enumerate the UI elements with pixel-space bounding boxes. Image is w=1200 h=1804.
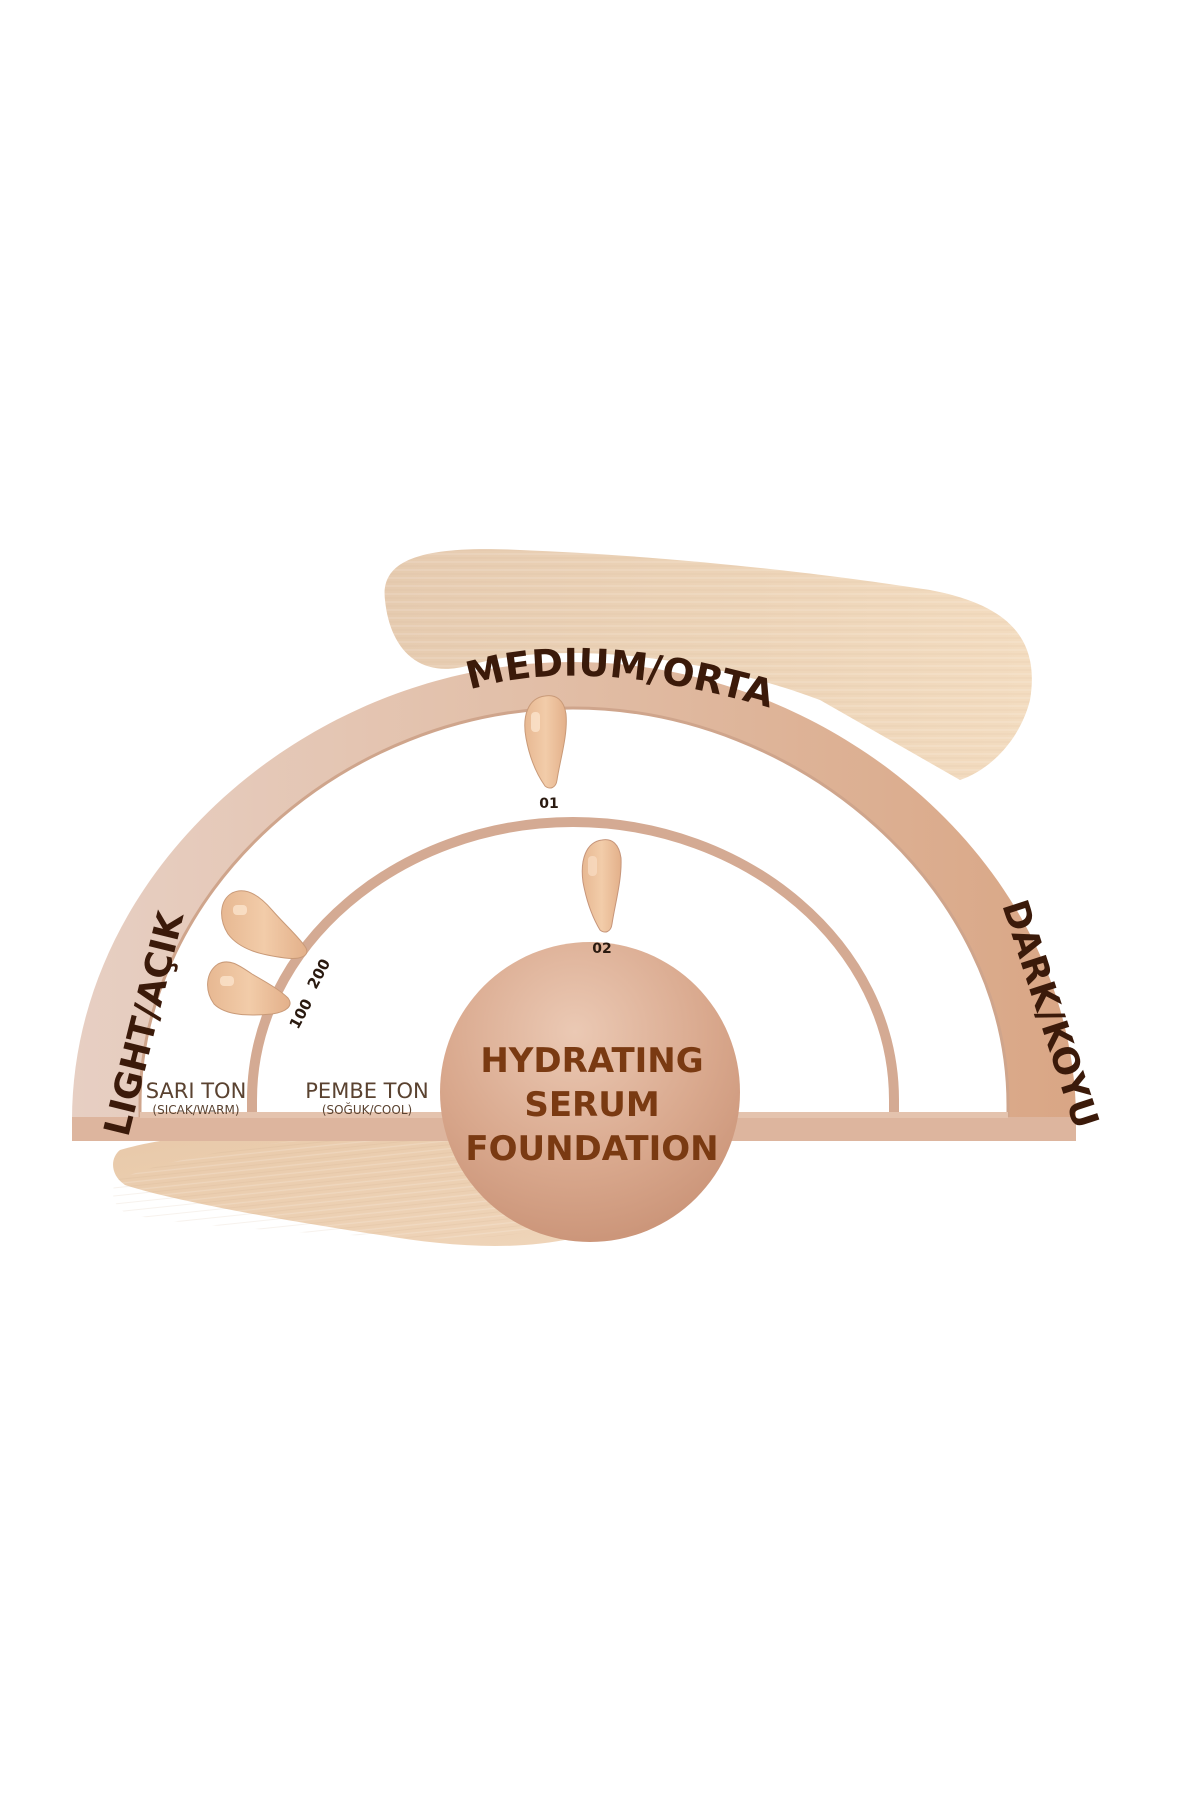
undertone-warm-sub: (SICAK/WARM) [152,1103,239,1117]
shade-code-01: 01 [539,796,558,812]
shade-swatch-01: 01 [524,695,567,812]
product-circle [440,942,740,1242]
title-line-3: FOUNDATION [465,1129,718,1169]
shade-code-02: 02 [592,941,611,957]
outer-shade-band [72,662,1076,1140]
undertone-warm: SARI TON (SICAK/WARM) [146,1079,247,1117]
undertone-cool-sub: (SOĞUK/COOL) [322,1102,412,1117]
title-line-2: SERUM [524,1085,659,1125]
undertone-cool: PEMBE TON (SOĞUK/COOL) [305,1079,428,1117]
foundation-smear-top [384,549,1032,780]
inner-cool-band [247,816,899,1118]
undertone-warm-label: SARI TON [146,1079,247,1103]
title-line-1: HYDRATING [480,1041,703,1081]
product-title: HYDRATING SERUM FOUNDATION [465,1041,718,1169]
shade-swatch-02: 02 [581,839,622,957]
undertone-cool-label: PEMBE TON [305,1079,428,1103]
